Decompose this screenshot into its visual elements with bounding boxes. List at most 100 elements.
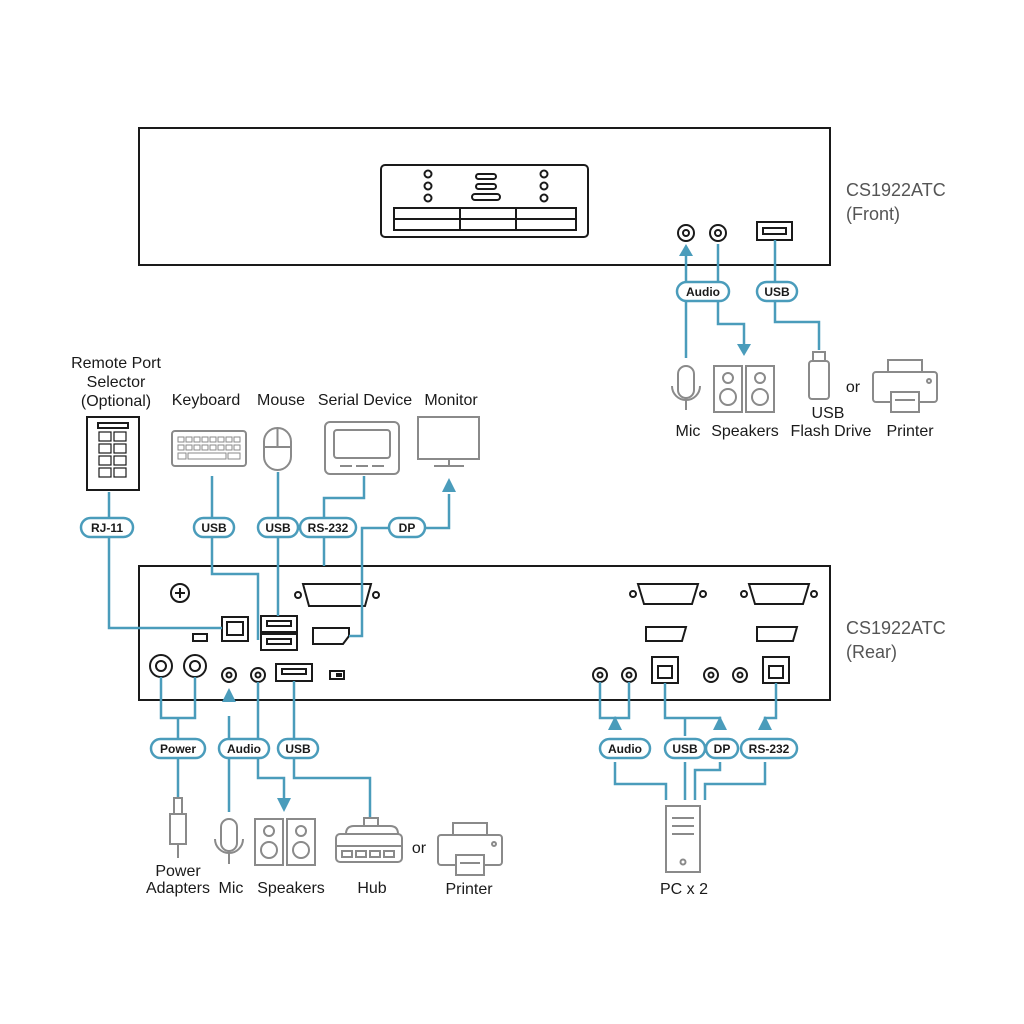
remote-selector-label: Remote Port xyxy=(71,355,161,372)
remote-selector-buttons xyxy=(98,431,127,478)
pc-audio-cable xyxy=(613,762,668,800)
tag-pc-usb: USB xyxy=(663,737,707,760)
mic-front-label: Mic xyxy=(676,423,701,440)
arrow-down-icon xyxy=(277,798,291,812)
rj11-port-icon xyxy=(226,621,244,636)
displayport-icon xyxy=(312,627,350,645)
ground-screw-icon xyxy=(170,583,190,603)
svg-text:DP: DP xyxy=(399,521,416,535)
svg-text:RS-232: RS-232 xyxy=(308,521,349,535)
svg-text:Audio: Audio xyxy=(227,742,261,756)
rs232-port-icon xyxy=(747,583,811,605)
mic-jack-icon xyxy=(677,224,695,242)
rear-speaker-cable xyxy=(256,682,286,798)
speaker-jack-icon xyxy=(254,671,262,679)
keyboard-label: Keyboard xyxy=(172,392,241,409)
power-adapters-label: Power xyxy=(155,863,201,880)
printer-rear-label: Printer xyxy=(445,881,493,898)
indicator-icon xyxy=(475,173,497,180)
svg-text:USB: USB xyxy=(265,521,291,535)
displayport-icon xyxy=(756,626,799,642)
pc-audio-cable xyxy=(615,682,631,720)
svg-text:Audio: Audio xyxy=(608,742,642,756)
audio-jack-icon xyxy=(703,667,719,683)
screw-icon xyxy=(629,590,637,598)
tag-dp: DP xyxy=(387,516,427,539)
pc-rs232-cable xyxy=(703,762,767,800)
speaker-jack-icon xyxy=(714,229,722,237)
speakers-front-label: Speakers xyxy=(711,423,779,440)
mouse-label: Mouse xyxy=(257,392,305,409)
hub-icon xyxy=(335,817,403,863)
remote-selector-icon xyxy=(97,422,129,429)
rear-unit xyxy=(138,565,831,701)
pc-tower-icon xyxy=(665,805,701,873)
svg-text:Audio: Audio xyxy=(686,285,720,299)
cables xyxy=(107,240,821,818)
rear-unit-model: CS1922ATC xyxy=(846,618,946,638)
tag-rear-usb: USB xyxy=(276,737,320,760)
keyboard-icon xyxy=(171,430,247,467)
tag-pc-rs232: RS-232 xyxy=(739,737,799,760)
or-rear-label: or xyxy=(412,840,427,857)
usb-flash-drive-icon xyxy=(808,351,830,400)
tag-pc-dp: DP xyxy=(704,737,740,760)
pc-dp-cable xyxy=(693,762,722,800)
screw-icon xyxy=(294,591,302,599)
usb-port-icon xyxy=(266,620,292,627)
usb-b-port-icon xyxy=(768,665,784,679)
arrow-up-icon xyxy=(758,716,772,730)
front-unit-model: CS1922ATC xyxy=(846,180,946,200)
indicator-icon xyxy=(471,193,501,201)
mouse-icon xyxy=(263,427,292,471)
led-icon xyxy=(423,193,433,203)
power-jack-icon xyxy=(189,660,201,672)
remote-selector-label: (Optional) xyxy=(81,393,151,410)
audio-jack-icon xyxy=(736,671,744,679)
front-unit-view: (Front) xyxy=(846,204,900,224)
serial-device-icon xyxy=(324,421,400,475)
led-icon xyxy=(539,169,549,179)
audio-jack-icon xyxy=(707,671,715,679)
usb-flash-drive-label: Flash Drive xyxy=(791,423,872,440)
mini-usb-port-icon xyxy=(192,633,208,642)
svg-text:USB: USB xyxy=(672,742,698,756)
usb-b-port-icon xyxy=(657,665,673,679)
svg-text:RS-232: RS-232 xyxy=(749,742,790,756)
tag-rear-audio: Audio xyxy=(217,737,271,760)
switch-icon xyxy=(336,673,342,677)
arrow-up-icon xyxy=(608,716,622,730)
printer-rear-icon xyxy=(437,822,503,876)
usb-port-icon xyxy=(260,633,298,651)
mic-rear-icon xyxy=(214,818,244,864)
serial-device-label: Serial Device xyxy=(318,392,412,409)
rear-unit-body xyxy=(138,565,831,701)
tag-keyboard-usb: USB xyxy=(192,516,236,539)
tag-mouse-usb: USB xyxy=(256,516,300,539)
speaker-jack-icon xyxy=(709,224,727,242)
mic-front-icon xyxy=(671,365,701,410)
power-adapter-icon xyxy=(169,797,187,858)
speakers-front-icon xyxy=(713,365,775,413)
displayport-icon xyxy=(645,626,688,642)
monitor-icon xyxy=(417,416,480,467)
speakers-rear-icon xyxy=(254,818,316,866)
monitor-label: Monitor xyxy=(424,392,478,409)
printer-front-icon xyxy=(872,359,938,413)
arrow-up-icon xyxy=(442,478,456,492)
mic-rear-label: Mic xyxy=(219,880,244,897)
tag-pc-audio: Audio xyxy=(598,737,652,760)
dp-cable xyxy=(349,494,451,638)
led-icon xyxy=(539,193,549,203)
screw-icon xyxy=(740,590,748,598)
mic-jack-icon xyxy=(225,671,233,679)
remote-selector-icon xyxy=(86,416,140,491)
switch-icon xyxy=(329,670,345,680)
cable-tags: Audio USB RJ-11 USB USB RS-232 DP Power xyxy=(79,280,799,760)
arrow-up-icon xyxy=(222,688,236,702)
arrow-down-icon xyxy=(737,344,751,356)
mic-jack-icon xyxy=(682,229,690,237)
tag-front-audio: Audio xyxy=(675,280,731,303)
